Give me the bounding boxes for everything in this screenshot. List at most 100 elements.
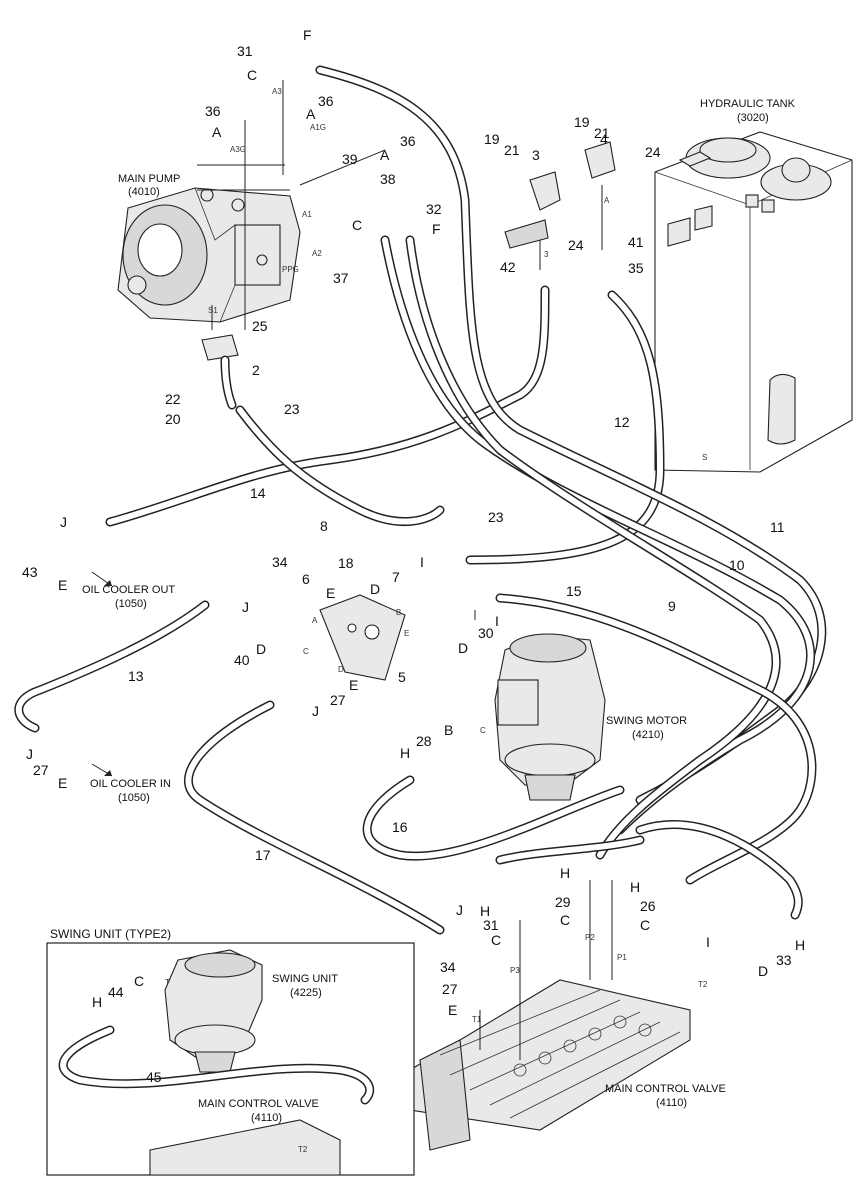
callout-a3g: A3G bbox=[230, 145, 246, 154]
callout-t2: T2 bbox=[698, 980, 708, 989]
callout-43: 43 bbox=[22, 564, 38, 580]
callout-4: 4 bbox=[600, 131, 608, 147]
callout-fb: F bbox=[432, 221, 441, 237]
callout-41: 41 bbox=[628, 234, 644, 250]
callout-da: D bbox=[370, 581, 380, 597]
callout-34a: 34 bbox=[272, 554, 288, 570]
oil-cooler-in-code: (1050) bbox=[118, 792, 150, 804]
callout-22: 22 bbox=[165, 391, 181, 407]
callout-p1: P1 bbox=[617, 953, 627, 962]
text-labels: MAIN PUMP (4010) HYDRAULIC TANK (3020) O… bbox=[50, 98, 796, 1124]
callout-13: 13 bbox=[128, 668, 144, 684]
callout-36: 36 bbox=[205, 103, 221, 119]
callout-f: F bbox=[303, 27, 312, 43]
block-4 bbox=[584, 141, 616, 179]
callout-db: D bbox=[458, 640, 468, 656]
callout-a1g: A1G bbox=[310, 123, 326, 132]
hydraulic-tank-label: HYDRAULIC TANK bbox=[700, 98, 796, 110]
callout-5: 5 bbox=[398, 669, 406, 685]
callout-20: 20 bbox=[165, 411, 181, 427]
callout-33: 33 bbox=[776, 952, 792, 968]
arrows bbox=[91, 571, 113, 777]
callout-2: 2 bbox=[252, 362, 260, 378]
callout-ppg: PPG bbox=[282, 265, 299, 274]
callout-ed: E bbox=[58, 775, 67, 791]
callout-hi: H bbox=[92, 994, 102, 1010]
main-pump-label: MAIN PUMP bbox=[118, 173, 180, 185]
oil-cooler-out-label: OIL COOLER OUT bbox=[82, 584, 175, 596]
callout-24a: 24 bbox=[645, 144, 661, 160]
callout-t2-inset: T2 bbox=[298, 1145, 308, 1154]
callout-30: 30 bbox=[478, 625, 494, 641]
mcv-label: MAIN CONTROL VALVE bbox=[605, 1083, 726, 1095]
callout-27b: 27 bbox=[33, 762, 49, 778]
block-3 bbox=[504, 171, 561, 249]
callout-ce: C bbox=[491, 932, 501, 948]
callout-cb: C bbox=[352, 217, 362, 233]
callout-45: 45 bbox=[146, 1069, 162, 1085]
swing-unit-label: SWING UNIT bbox=[272, 973, 338, 985]
callout-jd: J bbox=[26, 746, 33, 762]
callout-37: 37 bbox=[333, 270, 349, 286]
callout-a2: A2 bbox=[312, 249, 322, 258]
pipe-2 bbox=[201, 334, 239, 410]
callout-ac: A bbox=[380, 147, 390, 163]
callout-9: 9 bbox=[668, 598, 676, 614]
callout-ib: I bbox=[495, 613, 499, 629]
callout-26: 26 bbox=[640, 898, 656, 914]
callout-11: 11 bbox=[770, 519, 785, 535]
callout-cf: C bbox=[134, 973, 144, 989]
hose-mcv-left bbox=[495, 835, 645, 865]
callout-23b: 23 bbox=[488, 509, 504, 525]
leader-lines bbox=[197, 80, 613, 1060]
callout-27c: 27 bbox=[442, 981, 458, 997]
callout-35: 35 bbox=[628, 260, 644, 276]
callout-ia: I bbox=[420, 554, 424, 570]
swing-motor bbox=[494, 633, 606, 801]
callout-a-tank: A bbox=[604, 196, 610, 205]
callout-hm: H bbox=[400, 745, 410, 761]
callout-18: 18 bbox=[338, 555, 354, 571]
callout-28: 28 bbox=[416, 733, 432, 749]
callout-hd: H bbox=[795, 937, 805, 953]
callout-12: 12 bbox=[614, 414, 630, 430]
callout-s1: S1 bbox=[208, 306, 218, 315]
callout-cc: C bbox=[560, 912, 570, 928]
hose-8 bbox=[235, 405, 445, 527]
callout-23a: 23 bbox=[284, 401, 300, 417]
swing-motor-label: SWING MOTOR bbox=[606, 715, 687, 727]
hoses bbox=[14, 65, 827, 1105]
callout-p3: P3 bbox=[510, 966, 520, 975]
callout-c: C bbox=[247, 67, 257, 83]
callout-34b: 34 bbox=[440, 959, 456, 975]
callout-je: J bbox=[456, 902, 463, 918]
callout-ee: E bbox=[448, 1002, 457, 1018]
callout-eb: E bbox=[326, 585, 335, 601]
callout-dc: D bbox=[256, 641, 266, 657]
callout-t1: T1 bbox=[472, 1015, 482, 1024]
callout-ea: E bbox=[58, 577, 67, 593]
callout-6: 6 bbox=[302, 571, 310, 587]
block-5 bbox=[319, 594, 406, 681]
inset-mcv-label: MAIN CONTROL VALVE bbox=[198, 1098, 319, 1110]
callout-s-tank: S bbox=[702, 453, 707, 462]
callout-t-inset: T bbox=[165, 978, 170, 987]
callout-31: 31 bbox=[237, 43, 253, 59]
callout-hb: H bbox=[630, 879, 640, 895]
oil-cooler-out-code: (1050) bbox=[115, 598, 147, 610]
oil-cooler-in-label: OIL COOLER IN bbox=[90, 778, 171, 790]
hose-16 bbox=[362, 775, 625, 861]
callout-38: 38 bbox=[380, 171, 396, 187]
hose-10 bbox=[380, 235, 816, 835]
callout-a1: A1 bbox=[302, 210, 312, 219]
mcv-code: (4110) bbox=[656, 1097, 687, 1109]
hose-12 bbox=[465, 290, 665, 565]
callout-16: 16 bbox=[392, 819, 408, 835]
callout-d-block: D bbox=[338, 665, 344, 674]
callout-39: 39 bbox=[342, 151, 358, 167]
callout-ec: E bbox=[349, 677, 358, 693]
main-pump-code: (4010) bbox=[128, 186, 160, 198]
callout-c-block: C bbox=[303, 647, 309, 656]
